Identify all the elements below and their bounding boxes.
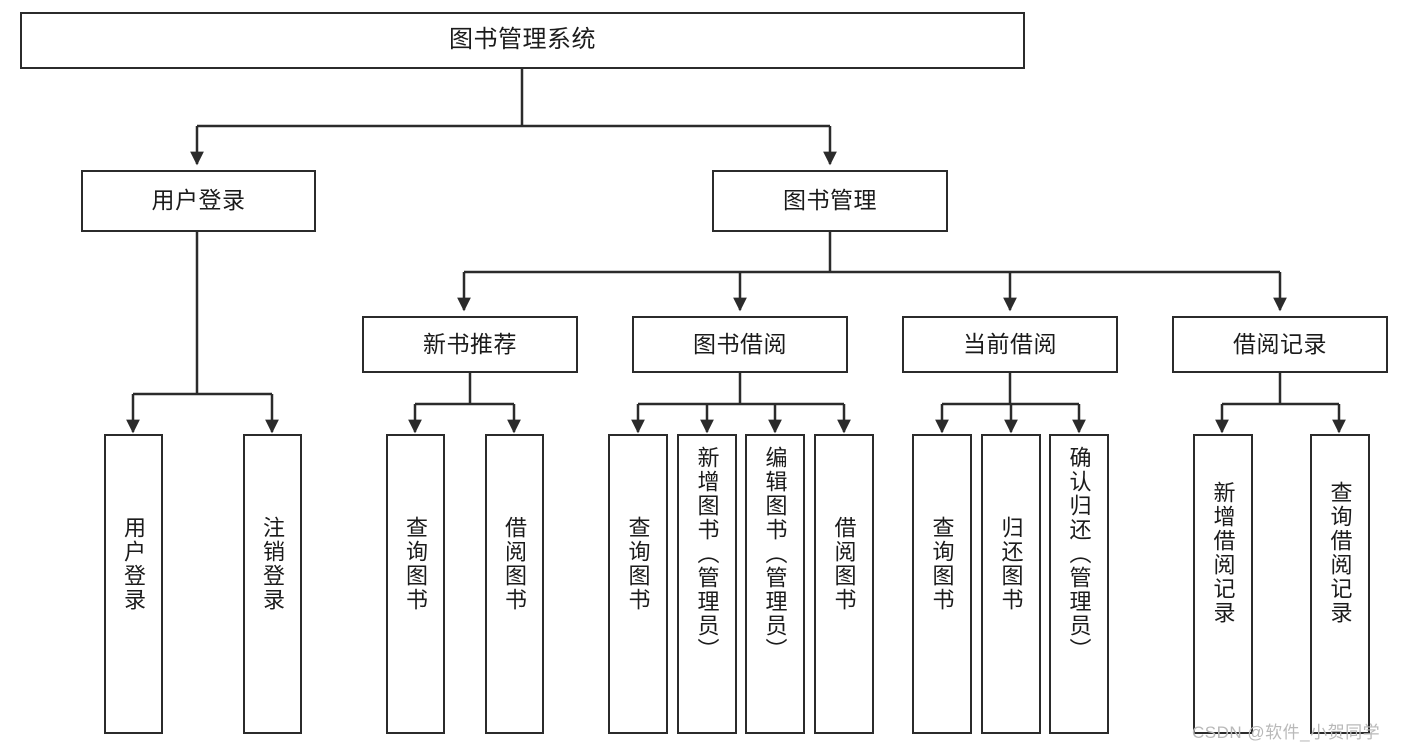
node-current-borrow[interactable]: 当前借阅 bbox=[902, 316, 1118, 373]
leaf-borrow-edit-book-label: 编辑图书（管理员） bbox=[762, 446, 788, 662]
leaf-borrow-borrow-book-label: 借阅图书 bbox=[831, 516, 857, 612]
node-book-manage-label: 图书管理 bbox=[783, 187, 877, 214]
leaf-cur-confirm-return[interactable]: 确认归还（管理员） bbox=[1049, 434, 1109, 734]
leaf-cur-return-book-label: 归还图书 bbox=[998, 516, 1024, 612]
leaf-borrow-add-book[interactable]: 新增图书（管理员） bbox=[677, 434, 737, 734]
leaf-rec-query-record[interactable]: 查询借阅记录 bbox=[1310, 434, 1370, 734]
leaf-borrow-edit-book[interactable]: 编辑图书（管理员） bbox=[745, 434, 805, 734]
node-borrow-record-label: 借阅记录 bbox=[1233, 330, 1327, 357]
node-new-book-rec-label: 新书推荐 bbox=[423, 330, 517, 357]
leaf-rec-add-record[interactable]: 新增借阅记录 bbox=[1193, 434, 1253, 734]
node-root[interactable]: 图书管理系统 bbox=[20, 12, 1025, 69]
node-user-login[interactable]: 用户登录 bbox=[81, 170, 316, 232]
leaf-rec-borrow-book-label: 借阅图书 bbox=[502, 516, 528, 612]
node-borrow-record[interactable]: 借阅记录 bbox=[1172, 316, 1388, 373]
leaf-rec-query-book-label: 查询图书 bbox=[403, 516, 429, 612]
leaf-logout-login[interactable]: 注销登录 bbox=[243, 434, 302, 734]
node-book-manage[interactable]: 图书管理 bbox=[712, 170, 948, 232]
node-book-borrow-label: 图书借阅 bbox=[693, 330, 787, 357]
leaf-rec-add-record-label: 新增借阅记录 bbox=[1210, 481, 1236, 625]
node-new-book-rec[interactable]: 新书推荐 bbox=[362, 316, 578, 373]
leaf-rec-query-record-label: 查询借阅记录 bbox=[1327, 481, 1353, 625]
leaf-cur-query-book[interactable]: 查询图书 bbox=[912, 434, 972, 734]
leaf-user-login[interactable]: 用户登录 bbox=[104, 434, 163, 734]
leaf-borrow-query-book[interactable]: 查询图书 bbox=[608, 434, 668, 734]
leaf-logout-login-label: 注销登录 bbox=[260, 516, 286, 612]
leaf-borrow-borrow-book[interactable]: 借阅图书 bbox=[814, 434, 874, 734]
node-book-borrow[interactable]: 图书借阅 bbox=[632, 316, 848, 373]
leaf-user-login-label: 用户登录 bbox=[121, 516, 147, 612]
leaf-borrow-query-book-label: 查询图书 bbox=[625, 516, 651, 612]
node-root-label: 图书管理系统 bbox=[449, 26, 596, 54]
leaf-rec-query-book[interactable]: 查询图书 bbox=[386, 434, 445, 734]
watermark: CSDN @软件_小贺同学 bbox=[1192, 723, 1381, 742]
leaf-cur-confirm-return-label: 确认归还（管理员） bbox=[1066, 446, 1092, 662]
leaf-cur-query-book-label: 查询图书 bbox=[929, 516, 955, 612]
leaf-cur-return-book[interactable]: 归还图书 bbox=[981, 434, 1041, 734]
leaf-borrow-add-book-label: 新增图书（管理员） bbox=[694, 446, 720, 662]
leaf-rec-borrow-book[interactable]: 借阅图书 bbox=[485, 434, 544, 734]
node-user-login-label: 用户登录 bbox=[151, 187, 246, 214]
node-current-borrow-label: 当前借阅 bbox=[963, 330, 1057, 357]
